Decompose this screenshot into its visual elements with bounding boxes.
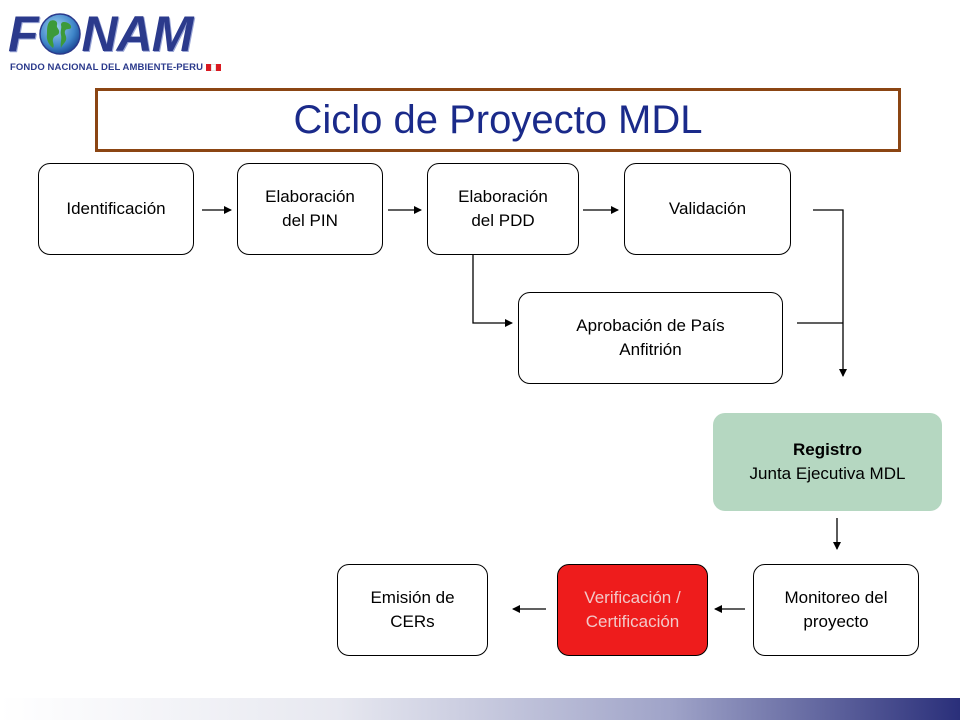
connector-validacion-to-registro [813,209,847,377]
node-verificacion-certificacion: Verificación /Certificación [557,564,708,656]
peru-flag-icon [206,62,222,73]
node-identificacion: Identificación [38,163,194,255]
page-title: Ciclo de Proyecto MDL [293,97,703,142]
logo-subtitle: FONDO NACIONAL DEL AMBIENTE-PERU [10,62,222,73]
footer-gradient-bar [0,698,960,720]
logo-wordmark: F NAM [8,4,194,64]
logo-letters-nam: NAM [81,6,194,62]
arrow-pdd-to-aprobacion [472,254,513,327]
fonam-logo: F NAM FONDO NACIONAL DEL AMBIENTE-PERU [8,4,222,80]
logo-letter-f: F [8,6,39,62]
title-box: Ciclo de Proyecto MDL [95,88,901,152]
globe-icon [39,13,81,55]
node-validacion: Validación [624,163,791,255]
